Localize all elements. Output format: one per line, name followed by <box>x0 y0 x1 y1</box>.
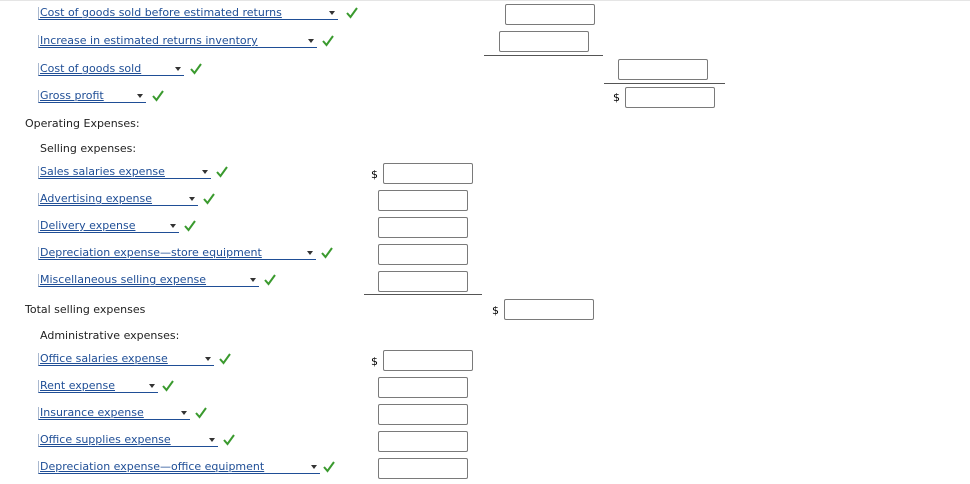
account-select-insurance[interactable]: Insurance expense <box>38 406 190 420</box>
account-select-label: Delivery expense <box>40 219 136 232</box>
amount-input-delivery[interactable] <box>378 217 468 238</box>
chevron-down-icon <box>250 278 256 282</box>
amount-input-depreciation-store[interactable] <box>378 244 468 265</box>
amount-input-cost-of-goods-sold[interactable] <box>618 59 708 80</box>
checkmark-icon <box>222 433 236 447</box>
checkmark-icon <box>215 165 229 179</box>
total-selling-expenses-label: Total selling expenses <box>25 303 146 316</box>
amount-input-depreciation-office[interactable] <box>378 458 468 479</box>
account-select-label: Miscellaneous selling expense <box>40 273 207 286</box>
amount-input-total-selling[interactable] <box>504 299 594 320</box>
chevron-down-icon <box>205 357 211 361</box>
chevron-down-icon <box>170 224 176 228</box>
subtotal-rule <box>364 294 482 295</box>
amount-input-insurance[interactable] <box>378 404 468 425</box>
checkmark-icon <box>202 192 216 206</box>
checkmark-icon <box>151 89 165 103</box>
account-select-gross-profit[interactable]: Gross profit <box>38 89 146 103</box>
checkmark-icon <box>161 379 175 393</box>
account-select-label: Insurance expense <box>40 406 144 419</box>
account-select-label: Office supplies expense <box>40 433 171 446</box>
administrative-expenses-heading: Administrative expenses: <box>40 329 180 342</box>
account-select-label: Office salaries expense <box>40 352 168 365</box>
amount-input-sales-salaries[interactable] <box>383 163 473 184</box>
subtotal-rule <box>484 55 603 56</box>
currency-symbol: $ <box>492 304 499 317</box>
currency-symbol: $ <box>371 168 378 181</box>
subtotal-rule <box>604 83 725 84</box>
checkmark-icon <box>263 273 277 287</box>
account-select-delivery[interactable]: Delivery expense <box>38 219 179 233</box>
checkmark-icon <box>345 6 359 20</box>
checkmark-icon <box>320 246 334 260</box>
chevron-down-icon <box>308 39 314 43</box>
selling-expenses-heading: Selling expenses: <box>40 142 137 155</box>
checkmark-icon <box>194 406 208 420</box>
account-select-office-salaries[interactable]: Office salaries expense <box>38 352 214 366</box>
account-select-label: Depreciation expense—store equipment <box>40 246 262 259</box>
checkmark-icon <box>321 34 335 48</box>
operating-expenses-heading: Operating Expenses: <box>25 117 140 130</box>
account-select-label: Increase in estimated returns inventory <box>40 34 258 47</box>
account-select-label: Cost of goods sold <box>40 62 142 75</box>
account-select-depreciation-store[interactable]: Depreciation expense—store equipment <box>38 246 316 260</box>
checkmark-icon <box>322 460 336 474</box>
account-select-cost-of-goods-sold[interactable]: Cost of goods sold <box>38 62 184 76</box>
account-select-misc-selling[interactable]: Miscellaneous selling expense <box>38 273 259 287</box>
account-select-office-supplies[interactable]: Office supplies expense <box>38 433 218 447</box>
chevron-down-icon <box>175 67 181 71</box>
checkmark-icon <box>183 219 197 233</box>
chevron-down-icon <box>329 11 335 15</box>
chevron-down-icon <box>189 197 195 201</box>
checkmark-icon <box>189 62 203 76</box>
checkmark-icon <box>218 352 232 366</box>
account-select-label: Sales salaries expense <box>40 165 165 178</box>
chevron-down-icon <box>307 251 313 255</box>
chevron-down-icon <box>137 94 143 98</box>
amount-input-office-supplies[interactable] <box>378 431 468 452</box>
chevron-down-icon <box>181 411 187 415</box>
account-select-label: Depreciation expense—office equipment <box>40 460 265 473</box>
currency-symbol: $ <box>371 355 378 368</box>
account-select-depreciation-office[interactable]: Depreciation expense—office equipment <box>38 460 320 474</box>
amount-input-advertising[interactable] <box>378 190 468 211</box>
chevron-down-icon <box>202 170 208 174</box>
account-select-advertising[interactable]: Advertising expense <box>38 192 198 206</box>
account-select-increase-returns-inventory[interactable]: Increase in estimated returns inventory <box>38 34 317 48</box>
account-select-label: Gross profit <box>40 89 104 102</box>
account-select-rent[interactable]: Rent expense <box>38 379 158 393</box>
account-select-sales-salaries[interactable]: Sales salaries expense <box>38 165 211 179</box>
amount-input-misc-selling[interactable] <box>378 271 468 292</box>
account-select-label: Rent expense <box>40 379 116 392</box>
top-divider <box>0 0 970 1</box>
amount-input-increase-returns-inventory[interactable] <box>499 31 589 52</box>
amount-input-rent[interactable] <box>378 377 468 398</box>
amount-input-office-salaries[interactable] <box>383 350 473 371</box>
amount-input-gross-profit[interactable] <box>625 87 715 108</box>
chevron-down-icon <box>209 438 215 442</box>
account-select-label: Advertising expense <box>40 192 153 205</box>
currency-symbol: $ <box>613 91 620 104</box>
chevron-down-icon <box>149 384 155 388</box>
chevron-down-icon <box>311 465 317 469</box>
account-select-label: Cost of goods sold before estimated retu… <box>40 6 282 19</box>
account-select-cogs-before-returns[interactable]: Cost of goods sold before estimated retu… <box>38 6 338 20</box>
amount-input-cogs-before-returns[interactable] <box>505 4 595 25</box>
